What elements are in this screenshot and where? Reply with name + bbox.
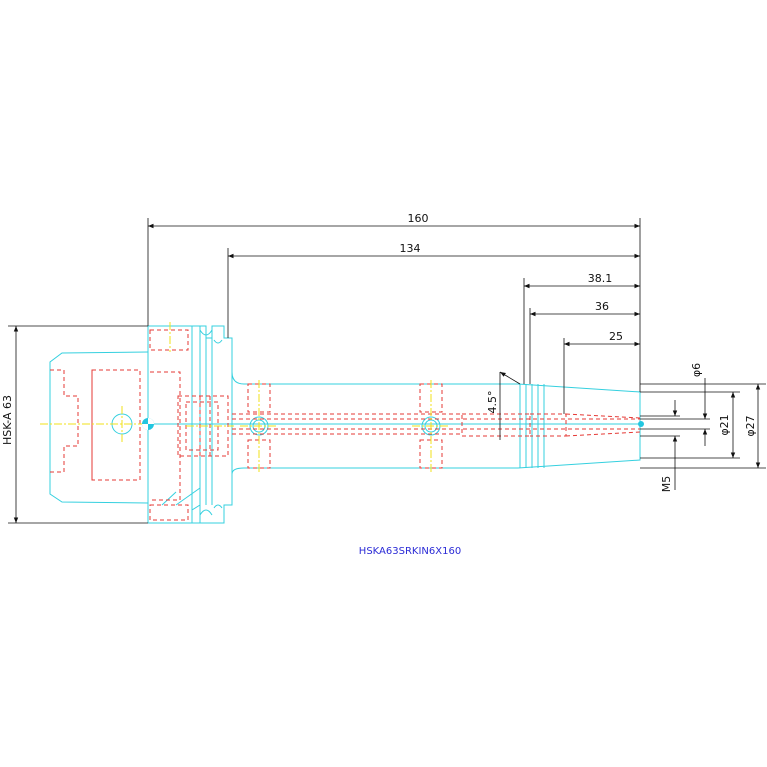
dim-angle (499, 371, 521, 385)
hidden-lines (50, 329, 641, 521)
dim-36-label: 36 (595, 300, 609, 313)
dim-angle-label: 4.5° (486, 391, 499, 414)
dim-phi6-label: φ6 (690, 363, 703, 377)
dim-phi27-label: φ27 (744, 415, 757, 436)
hsk-taper-shank (49, 351, 149, 504)
dim-m5-label: M5 (660, 476, 673, 493)
collet-slots (519, 384, 545, 468)
dim-160-label: 160 (408, 212, 429, 225)
dim-25-label: 25 (609, 330, 623, 343)
set-screw-1 (247, 383, 271, 469)
center-lines (40, 322, 450, 472)
set-screw-2 (419, 383, 443, 469)
shank-body (231, 338, 641, 475)
dim-38-1-label: 38.1 (588, 272, 613, 285)
dimension-lines (8, 218, 766, 524)
dim-hsk-label: HSK-A 63 (1, 395, 14, 445)
dim-phi21-label: φ21 (718, 414, 731, 435)
part-name: HSKA63SRKIN6X160 (359, 546, 461, 557)
tip-marker (638, 421, 644, 427)
dim-134-label: 134 (400, 242, 421, 255)
through-bore (232, 418, 640, 430)
